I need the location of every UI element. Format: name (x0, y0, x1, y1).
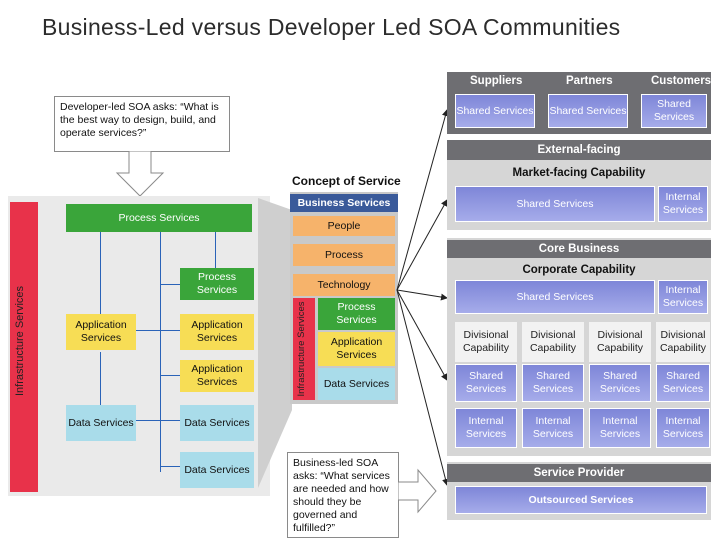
application-services-box: Application Services (180, 360, 254, 392)
connector-line (160, 466, 180, 467)
data-services-box: Data Services (318, 368, 395, 400)
divisional-capability-label: Divisional Capability (522, 322, 584, 362)
shared-services-box: Shared Services (641, 94, 707, 128)
shared-services-box: Shared Services (522, 364, 584, 402)
market-facing-label: Market-facing Capability (512, 166, 646, 179)
business-callout: Business-led SOA asks: “What services ar… (287, 452, 399, 538)
fan-out-arrows (396, 109, 449, 486)
infrastructure-label: Infrastructure Services (14, 285, 26, 397)
technology-box: Technology (293, 274, 395, 296)
connector-line (100, 232, 101, 322)
right-arrow-icon (398, 468, 437, 514)
shared-services-box: Shared Services (589, 364, 651, 402)
connector-line (160, 375, 180, 376)
internal-services-box: Internal Services (658, 186, 708, 222)
connector-line (135, 330, 180, 331)
application-services-box: Application Services (66, 314, 136, 350)
down-arrow-icon (115, 151, 165, 197)
internal-services-box: Internal Services (455, 408, 517, 448)
internal-services-box: Internal Services (658, 280, 708, 314)
infrastructure-label: Infrastructure Services (296, 301, 307, 397)
internal-services-box: Internal Services (589, 408, 651, 448)
application-services-box: Application Services (318, 332, 395, 366)
process-services-bar: Process Services (66, 204, 252, 232)
shared-services-box: Shared Services (548, 94, 628, 128)
divisional-capability-label: Divisional Capability (455, 322, 517, 362)
business-services-header: Business Services (290, 194, 398, 212)
shared-services-box: Shared Services (455, 364, 517, 402)
process-services-box: Process Services (318, 298, 395, 330)
developer-callout: Developer-led SOA asks: “What is the bes… (54, 96, 230, 152)
data-services-box: Data Services (66, 405, 136, 441)
core-business-header: Core Business (447, 240, 711, 258)
internal-services-box: Internal Services (656, 408, 710, 448)
partners-header: Partners (566, 75, 613, 87)
application-services-box: Application Services (180, 314, 254, 350)
suppliers-header: Suppliers (470, 75, 523, 87)
people-box: People (293, 216, 395, 236)
data-services-box: Data Services (180, 405, 254, 441)
shared-services-band: Shared Services (455, 186, 655, 222)
connector-line (160, 284, 180, 285)
connector-line (215, 232, 216, 270)
divisional-capability-label: Divisional Capability (656, 322, 710, 362)
outsourced-services-band: Outsourced Services (455, 486, 707, 514)
connector-line (160, 232, 161, 472)
developer-callout-text: Developer-led SOA asks: “What is the bes… (60, 101, 219, 139)
business-callout-text: Business-led SOA asks: “What services ar… (293, 457, 390, 534)
divisional-capability-label: Divisional Capability (589, 322, 651, 362)
service-provider-header: Service Provider (447, 464, 711, 482)
external-facing-header: External-facing (447, 140, 711, 160)
process-box: Process (293, 244, 395, 266)
data-services-box: Data Services (180, 452, 254, 488)
connector-line (100, 352, 101, 406)
corporate-capability-label: Corporate Capability (522, 263, 636, 276)
gray-connector-wedge (258, 198, 292, 488)
process-services-box: Process Services (180, 268, 254, 300)
connector-line (135, 420, 180, 421)
concept-title: Concept of Service (292, 174, 401, 188)
internal-services-box: Internal Services (522, 408, 584, 448)
shared-services-box: Shared Services (656, 364, 710, 402)
shared-services-box: Shared Services (455, 94, 535, 128)
shared-services-band: Shared Services (455, 280, 655, 314)
page-title: Business-Led versus Developer Led SOA Co… (42, 14, 621, 40)
infrastructure-strip: Infrastructure Services (293, 298, 315, 400)
infrastructure-bar: Infrastructure Services (10, 202, 38, 492)
customers-header: Customers (651, 75, 712, 87)
